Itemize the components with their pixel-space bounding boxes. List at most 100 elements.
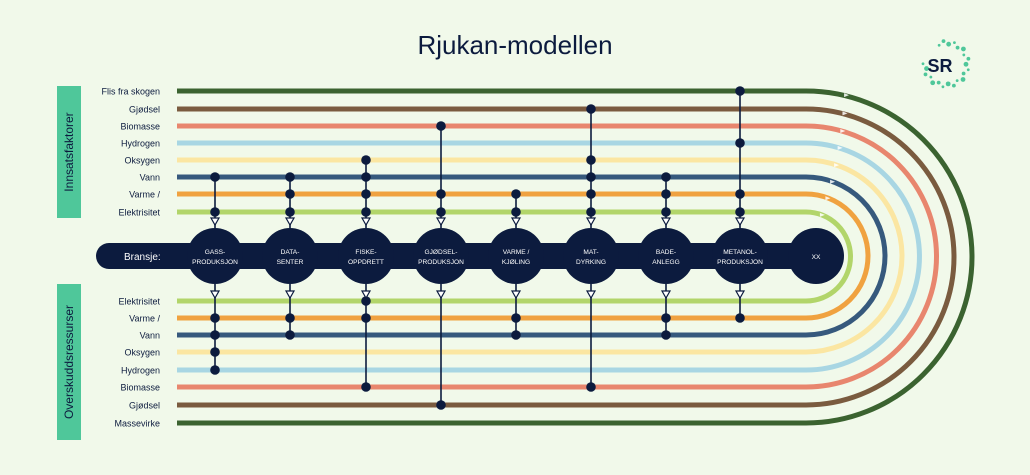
output-label: Vann (140, 331, 160, 341)
pipe-hydrogen (177, 140, 922, 373)
connection-dot (361, 207, 371, 217)
pipe-biomasse (177, 123, 939, 390)
industry-name: VARME / (503, 249, 530, 256)
logo-dot (923, 72, 928, 77)
input-arrow (585, 217, 597, 227)
flow-arrow (830, 179, 836, 184)
connection-dot (210, 207, 220, 217)
connection-dot (285, 313, 295, 323)
connection-dot (661, 172, 671, 182)
output-arrow (585, 290, 597, 300)
side-label-inputs: Innsatsfaktorer (62, 112, 76, 191)
resource-pipes (177, 88, 975, 426)
output-label: Gjødsel (129, 401, 160, 411)
connection-dot (511, 207, 521, 217)
output-label: Hydrogen (121, 366, 160, 376)
output-label: Massevirke (114, 419, 160, 429)
diagram-title: Rjukan-modellen (417, 30, 612, 60)
output-label: Biomasse (120, 383, 160, 393)
input-arrow (734, 217, 746, 227)
industry-name: PRODUKSJON (717, 259, 763, 266)
output-arrow (360, 290, 372, 300)
connection-dot (661, 189, 671, 199)
flow-arrow (840, 128, 846, 133)
logo-dot (929, 75, 933, 79)
flow-arrow (842, 111, 848, 116)
industry-circle (338, 228, 394, 284)
connection-dot (735, 138, 745, 148)
connection-dot (586, 382, 596, 392)
input-label: Biomasse (120, 122, 160, 132)
logo-dot (961, 71, 966, 76)
logo-dot (951, 83, 956, 88)
flow-arrow (819, 212, 825, 217)
connection-dot (361, 382, 371, 392)
connection-dot (735, 189, 745, 199)
connection-dot (735, 86, 745, 96)
logo-dot (955, 79, 959, 83)
connection-dot (661, 207, 671, 217)
industry-node: GASS- PRODUKSJON (187, 228, 243, 284)
logo-dot (955, 45, 960, 50)
connection-dot (586, 189, 596, 199)
logo-dot (963, 61, 969, 67)
connection-dot (285, 207, 295, 217)
industry-name: MAT- (583, 249, 598, 256)
industry-name: DATA- (281, 249, 300, 256)
logo-text: SR (927, 56, 952, 76)
connection-dot (436, 189, 446, 199)
industry-node: MAT-DYRKING (563, 228, 619, 284)
connection-dot (661, 330, 671, 340)
connection-dot (361, 296, 371, 306)
input-arrow (435, 217, 447, 227)
connection-dot (586, 104, 596, 114)
connection-dot (511, 330, 521, 340)
connection-dot (210, 313, 220, 323)
connection-dot (361, 313, 371, 323)
connection-dot (285, 330, 295, 340)
connection-dot (436, 121, 446, 131)
logo-dot (962, 53, 966, 57)
industry-node: BADE-ANLEGG (638, 228, 694, 284)
connection-dot (361, 155, 371, 165)
output-arrow (660, 290, 672, 300)
industry-name: GASS- (205, 249, 226, 256)
industry-name: ANLEGG (652, 259, 679, 266)
connection-dot (511, 189, 521, 199)
logo-dot (921, 62, 925, 66)
input-arrow (284, 217, 296, 227)
industry-circle (563, 228, 619, 284)
input-arrow (660, 217, 672, 227)
industry-node: GJØDSEL-PRODUKSJON (413, 228, 469, 284)
output-arrow (435, 290, 447, 300)
input-label: Varme / (129, 190, 160, 200)
connection-dot (735, 207, 745, 217)
side-label-outputs: Overskuddsressurser (62, 305, 76, 419)
connection-dot (436, 207, 446, 217)
connection-dot (210, 172, 220, 182)
flow-arrow (837, 145, 843, 150)
industry-name: PRODUKSJON (192, 259, 238, 266)
logo-dot (924, 66, 929, 71)
logo-dot (941, 85, 945, 89)
industry-name: PRODUKSJON (418, 259, 464, 266)
pipe-gjødsel (177, 106, 957, 408)
pipe-oksygen (177, 157, 905, 355)
connection-dot (210, 365, 220, 375)
connection-dot (285, 172, 295, 182)
pipe-flis-fra-skogen (177, 88, 975, 426)
logo-dot (960, 77, 966, 82)
logo-dot (945, 81, 951, 87)
branch-bar: Bransje:GASS-PRODUKSJONDATA-SENTERFISKE-… (96, 228, 844, 284)
connection-dot (661, 313, 671, 323)
connection-dot (586, 172, 596, 182)
industry-circle (712, 228, 768, 284)
input-arrow (360, 217, 372, 227)
industry-node: FISKE-OPPDRETT (338, 228, 394, 284)
side-label-inputs-box (57, 86, 81, 218)
input-label: Vann (140, 173, 160, 183)
connection-dot (285, 189, 295, 199)
industry-circle (638, 228, 694, 284)
industry-node: DATA-SENTER (262, 228, 318, 284)
